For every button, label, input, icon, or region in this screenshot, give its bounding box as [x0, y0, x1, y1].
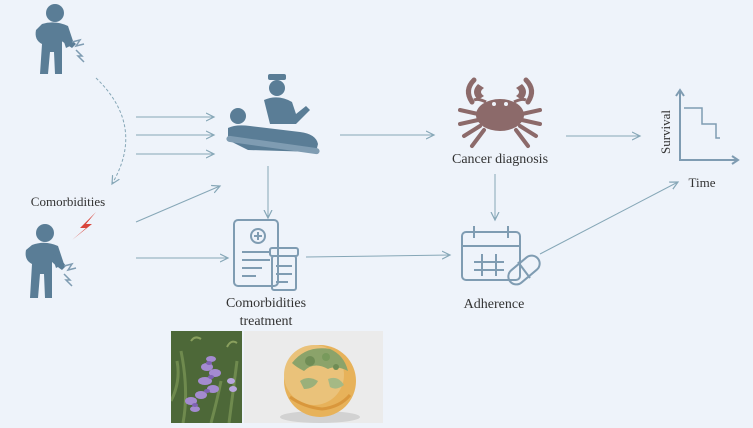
patient-stomach-pain-icon-bottom — [25, 224, 77, 298]
comorbidities-treatment-label-line2: treatment — [239, 314, 293, 329]
adherence-calendar-pill-icon — [461, 226, 541, 286]
doctor-patient-icon — [226, 74, 320, 155]
survival-curve-icon — [675, 88, 740, 165]
comorbidities-label: Comorbidities — [30, 194, 106, 209]
arrow-adherence-to-time — [539, 182, 678, 255]
arrow-treatment-to-adherence — [305, 255, 450, 257]
time-axis-label: Time — [688, 175, 716, 190]
survival-axis-label: Survival — [658, 109, 673, 155]
treatment-prescription-icon — [233, 219, 299, 291]
cancer-crab-icon — [458, 77, 542, 148]
lupine-flower-photo — [171, 331, 242, 423]
arrow-comorbidities-to-doctor — [135, 186, 220, 223]
moldy-orange-photo — [244, 331, 383, 423]
comorbidities-treatment-label-line1: Comorbidities — [225, 296, 307, 311]
cancer-diagnosis-label: Cancer diagnosis — [451, 152, 549, 167]
patient-stomach-pain-icon-top — [35, 4, 85, 74]
adherence-label: Adherence — [463, 297, 525, 312]
arrow-patient-to-comorbidities — [95, 77, 127, 184]
lightning-icon — [72, 212, 96, 240]
